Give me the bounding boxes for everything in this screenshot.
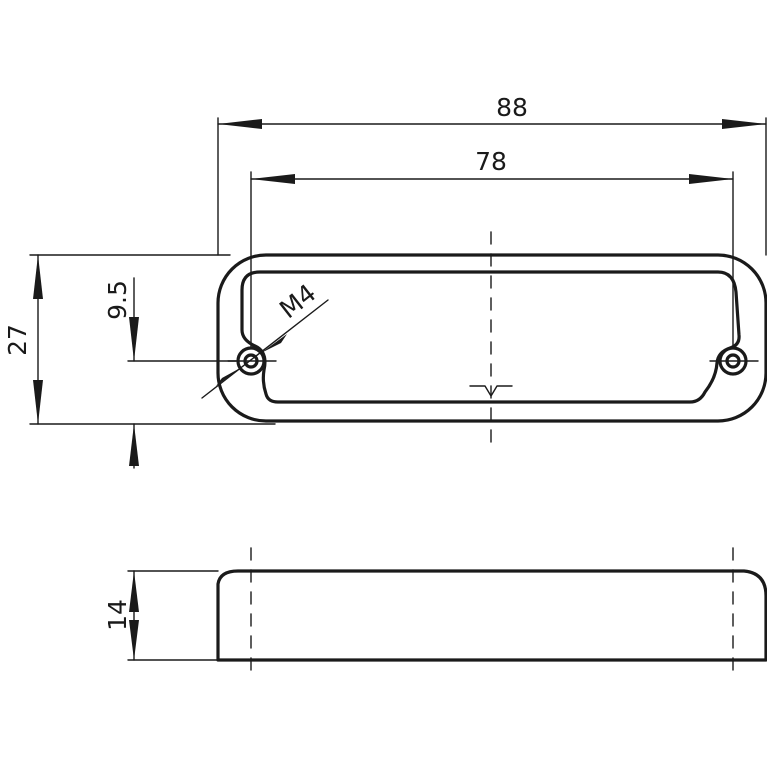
dimension-hole-offset: 9.5 (103, 277, 237, 469)
dimension-overall-height: 27 (3, 254, 276, 425)
top-view (216, 231, 767, 446)
dim-14-label: 14 (103, 599, 132, 631)
outer-contour (216, 253, 767, 423)
dim-78-label: 78 (475, 147, 507, 176)
thread-callout: M4 (201, 278, 329, 399)
side-profile (216, 569, 767, 662)
thread-label: M4 (274, 278, 321, 324)
dim-27-label: 27 (3, 324, 32, 356)
dim-9-5-label: 9.5 (103, 280, 132, 320)
dimension-thickness: 14 (103, 570, 219, 661)
center-mark (469, 385, 513, 397)
dim-88-label: 88 (496, 93, 528, 122)
side-view (216, 547, 767, 677)
inner-contour (240, 270, 741, 404)
dimension-overall-length: 88 (217, 93, 767, 256)
dimension-hole-spacing: 78 (250, 147, 734, 349)
